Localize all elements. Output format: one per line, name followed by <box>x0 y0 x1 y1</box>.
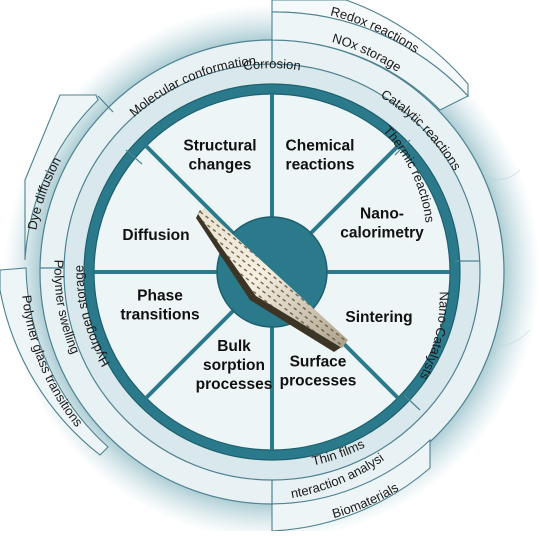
segment-label-line: processes <box>196 376 273 393</box>
segment-label-line: processes <box>280 373 357 390</box>
segment-label-line: Chemical <box>286 138 355 155</box>
segment-label-line: changes <box>189 157 252 174</box>
segment-label-line: sorption <box>203 357 265 374</box>
segment-label-line: Nano- <box>360 206 404 223</box>
segment-nano-calorimetry: Nano-calorimetry <box>340 206 424 242</box>
segment-structural-changes: Structural changes <box>183 138 256 174</box>
segment-spokes <box>94 94 450 450</box>
segment-diffusion: Diffusion <box>122 227 189 244</box>
segment-label-line: Bulk <box>217 338 251 355</box>
dye-panel <box>24 94 99 261</box>
biomaterials-panel <box>271 438 431 532</box>
segment-label-line: transitions <box>120 307 199 324</box>
ring-divider <box>97 95 114 113</box>
segment-surface-processes: Surface processes <box>280 354 357 390</box>
ring-divider <box>394 139 411 156</box>
svg-text:Corrosion: Corrosion <box>242 56 301 73</box>
segment-phase-transitions: Phase transitions <box>120 288 199 324</box>
segment-label-line: Sintering <box>345 309 412 326</box>
ring-divider <box>125 149 143 165</box>
segment-label-line: Structural <box>183 138 256 155</box>
segment-bulk-sorption-processes: Bulk sorption processes <box>196 338 273 393</box>
segment-label-line: Surface <box>290 354 347 371</box>
segment-sintering: Sintering <box>345 309 412 326</box>
segment-label-line: Diffusion <box>122 227 189 244</box>
ring-divider <box>403 394 421 411</box>
segment-label-line: reactions <box>286 157 355 174</box>
segment-label-line: calorimetry <box>340 225 424 242</box>
glass-panel <box>0 267 109 456</box>
segment-label-line: Phase <box>137 288 183 305</box>
sensor-chip-image <box>196 208 348 352</box>
nox-panel <box>271 11 469 111</box>
ring-label-corrosion: Corrosion <box>242 56 301 73</box>
segment-chemical-reactions: Chemical reactions <box>286 138 355 174</box>
